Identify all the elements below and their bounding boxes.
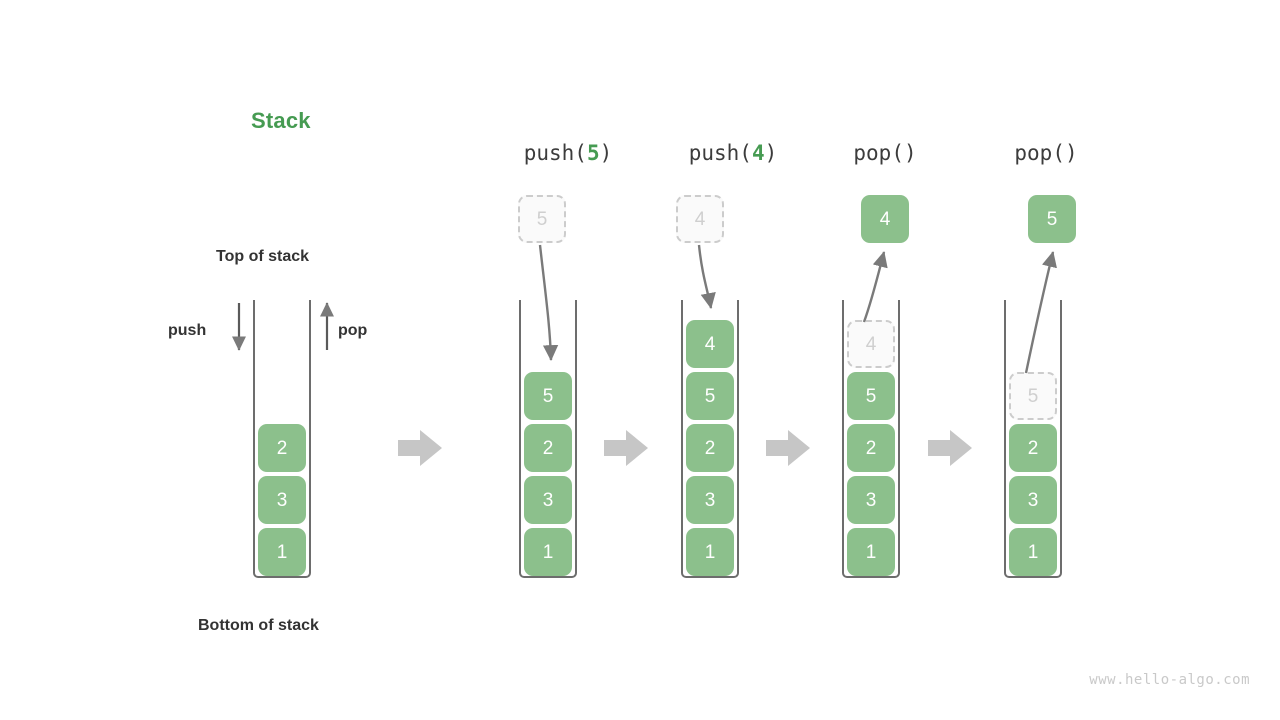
floating-ghost-cell: 5 [518, 195, 566, 243]
op-suffix: ) [599, 141, 613, 165]
stack-cell: 1 [686, 528, 734, 576]
stack-cell: 5 [847, 372, 895, 420]
stack-cell: 1 [847, 528, 895, 576]
step-arrow [604, 430, 648, 466]
floating-ghost-cell: 4 [676, 195, 724, 243]
bottom-of-stack-label: Bottom of stack [198, 617, 319, 634]
stack-cell: 2 [847, 424, 895, 472]
push-4-flow-arrow [697, 244, 716, 309]
step-arrow [398, 430, 442, 466]
stack-cell: 2 [686, 424, 734, 472]
stack-cell: 1 [1009, 528, 1057, 576]
op-label-pop-1: pop() [785, 141, 985, 165]
op-arg: 5 [586, 141, 600, 165]
op-label-push-4: push(4) [633, 141, 833, 165]
op-arg: 4 [751, 141, 765, 165]
op-label-pop-2: pop() [946, 141, 1146, 165]
stack-cell: 3 [686, 476, 734, 524]
op-label-push-5: push(5) [468, 141, 668, 165]
stack-container-step2 [681, 300, 739, 578]
op-prefix: pop() [853, 141, 917, 165]
top-of-stack-label: Top of stack [216, 248, 310, 265]
step-arrow [766, 430, 810, 466]
stack-container-step1 [519, 300, 577, 578]
stack-container-initial [253, 300, 311, 578]
stack-cell: 2 [1009, 424, 1057, 472]
stack-cell: 1 [258, 528, 306, 576]
page-title: Stack [251, 108, 311, 133]
popped-cell: 5 [1028, 195, 1076, 243]
op-suffix: ) [764, 141, 778, 165]
stack-cell: 3 [1009, 476, 1057, 524]
push-label: push [168, 322, 207, 339]
popped-cell: 4 [861, 195, 909, 243]
stack-container-step3 [842, 300, 900, 578]
pop-label: pop [338, 322, 368, 339]
stack-cell: 4 [686, 320, 734, 368]
stack-container-step4 [1004, 300, 1062, 578]
stack-cell: 5 [686, 372, 734, 420]
op-prefix: pop() [1014, 141, 1078, 165]
stack-cell: 2 [524, 424, 572, 472]
stack-cell: 1 [524, 528, 572, 576]
op-prefix: push( [523, 141, 587, 165]
stack-cell: 5 [524, 372, 572, 420]
stack-cell: 3 [847, 476, 895, 524]
stack-ghost-cell: 5 [1009, 372, 1057, 420]
op-prefix: push( [688, 141, 752, 165]
stack-ghost-cell: 4 [847, 320, 895, 368]
stack-cell: 2 [258, 424, 306, 472]
stack-cell: 3 [258, 476, 306, 524]
stack-cell: 3 [524, 476, 572, 524]
watermark: www.hello-algo.com [1089, 672, 1250, 688]
step-arrow [928, 430, 972, 466]
